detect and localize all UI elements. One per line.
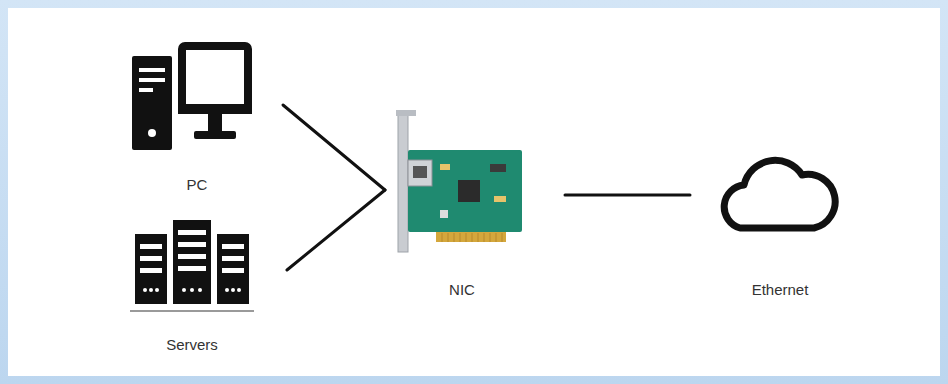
edge-connector (436, 232, 506, 242)
tower-slot (139, 78, 165, 82)
monitor-chin (178, 104, 252, 114)
bracket-flange (396, 110, 416, 116)
connector-line (565, 194, 690, 197)
power-button (148, 129, 156, 137)
server-tower (135, 234, 167, 304)
ethernet-port (408, 160, 432, 186)
tower-slot (139, 68, 165, 72)
servers-node: Servers (125, 212, 287, 362)
server-base-line (130, 310, 254, 312)
pc-icon (132, 46, 252, 150)
servers-icon (130, 220, 254, 312)
ethernet-node: Ethernet (690, 150, 870, 305)
component (494, 196, 506, 202)
node-label: Ethernet (752, 281, 809, 299)
monitor (182, 46, 248, 108)
component (440, 210, 448, 218)
nic-card (396, 110, 522, 252)
cloud-icon (724, 160, 835, 228)
circuit-board (408, 150, 522, 232)
chip (490, 164, 506, 172)
monitor-stand (208, 114, 222, 132)
node-label: Servers (166, 336, 218, 354)
port-opening (413, 166, 427, 178)
node-label: NIC (449, 281, 475, 299)
server-tower (217, 234, 249, 304)
card-bracket (398, 112, 408, 252)
monitor-base (194, 131, 236, 139)
connector-line (283, 105, 385, 190)
controller-chip (458, 180, 480, 202)
pc-tower (132, 56, 172, 150)
nic-node: NIC (385, 105, 565, 305)
connector-line (287, 190, 385, 270)
server-tower (173, 220, 211, 304)
node-label: PC (187, 176, 208, 194)
tower-slot (139, 88, 153, 92)
server-slots (140, 230, 244, 292)
pc-node: PC (125, 38, 283, 200)
connector-fingers (442, 233, 502, 242)
component (440, 164, 450, 170)
